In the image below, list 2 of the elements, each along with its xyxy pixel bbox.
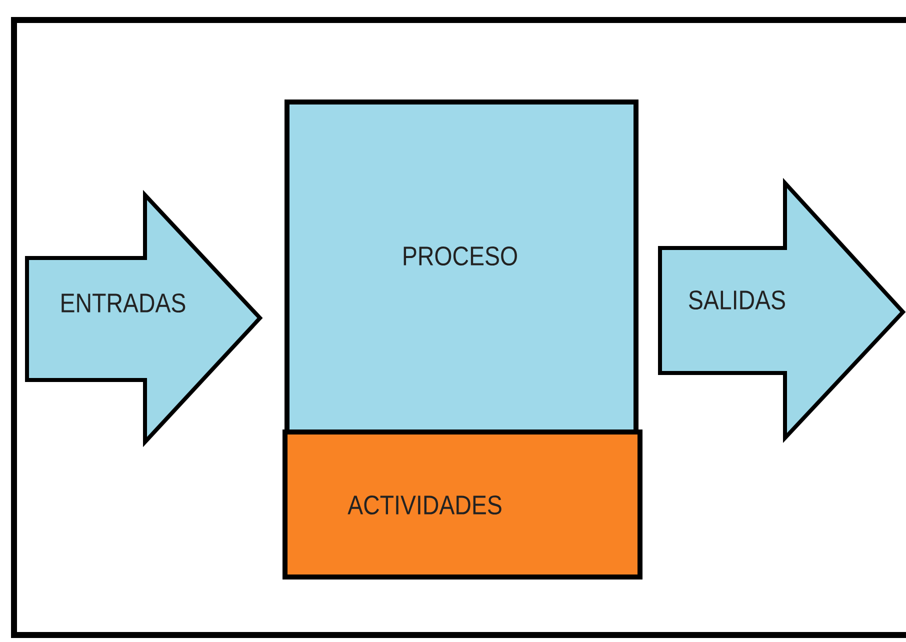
- process-box: ACTIVIDADES: [282, 430, 642, 580]
- process-box: PROCESO: [284, 100, 638, 434]
